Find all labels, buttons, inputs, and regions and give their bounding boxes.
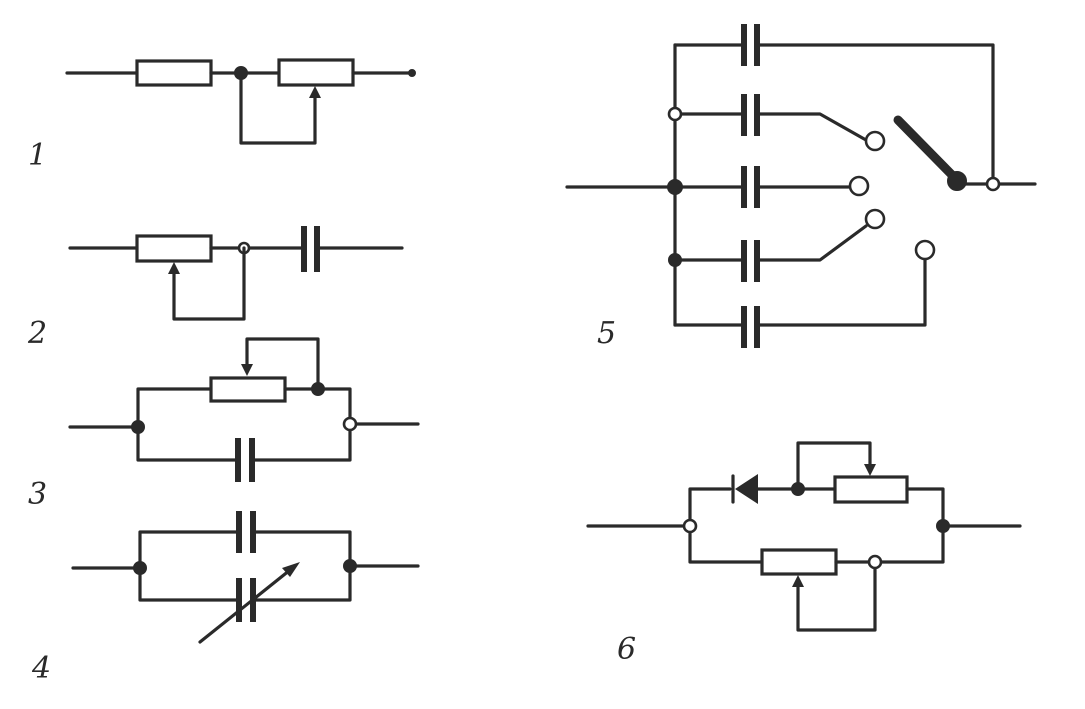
wiper-loop-6a [796, 441, 872, 491]
wiper-arrow-1 [309, 86, 321, 98]
variable-capacitor-4-arrow [198, 568, 292, 644]
switch-contact-5e [914, 239, 936, 261]
node-4-left [133, 561, 147, 575]
resistor-1a [135, 59, 213, 87]
wiper-arrow-6a [864, 464, 876, 476]
node-3-left [131, 420, 145, 434]
figure-label-6: 6 [617, 632, 636, 667]
circuit-3 [68, 337, 420, 482]
node-3-right [342, 416, 358, 432]
figure-label-1: 1 [28, 138, 47, 173]
circuit-2 [68, 226, 404, 321]
circuit-6 [586, 441, 1022, 632]
wiper-arrow-6b [792, 575, 804, 587]
potentiometer-1 [277, 58, 355, 87]
circuit-1 [65, 58, 416, 145]
diode-6-triangle [735, 474, 758, 504]
switch-arm-5 [893, 115, 960, 183]
figure-label-2: 2 [27, 316, 47, 351]
node-6-wiper [867, 554, 883, 570]
node-5-c [667, 179, 683, 195]
node-3-wiper [311, 382, 325, 396]
node-6-left [682, 518, 698, 534]
wiper-loop-3 [245, 337, 320, 391]
circuit-4 [71, 511, 420, 644]
circuit-5 [565, 24, 1037, 348]
wiper-arrow-2 [168, 262, 180, 274]
node-5-b [667, 106, 683, 122]
node-4-right [343, 559, 357, 573]
switch-contact-5c [848, 175, 870, 197]
potentiometer-3 [209, 376, 287, 403]
node-5-out [985, 176, 1001, 192]
switch-pivot-5 [947, 171, 967, 191]
node-6-diode [791, 482, 805, 496]
node-5-d [668, 253, 682, 267]
wiper-loop-1 [239, 71, 317, 145]
figure-label-5: 5 [597, 316, 616, 351]
wiper-loop-2 [172, 246, 246, 321]
potentiometer-6b [760, 548, 838, 576]
wiper-arrow-3 [241, 364, 253, 376]
figure-label-3: 3 [28, 477, 47, 512]
potentiometer-6a [833, 475, 909, 504]
switch-contact-5d [864, 208, 886, 230]
switch-contact-5b [864, 130, 886, 152]
potentiometer-2 [135, 234, 213, 263]
wiper-loop-6b [796, 560, 877, 632]
node-6-right [936, 519, 950, 533]
variable-arrow-head-4 [282, 562, 300, 577]
node-1-terminal [408, 69, 416, 77]
figure-label-4: 4 [31, 651, 51, 686]
